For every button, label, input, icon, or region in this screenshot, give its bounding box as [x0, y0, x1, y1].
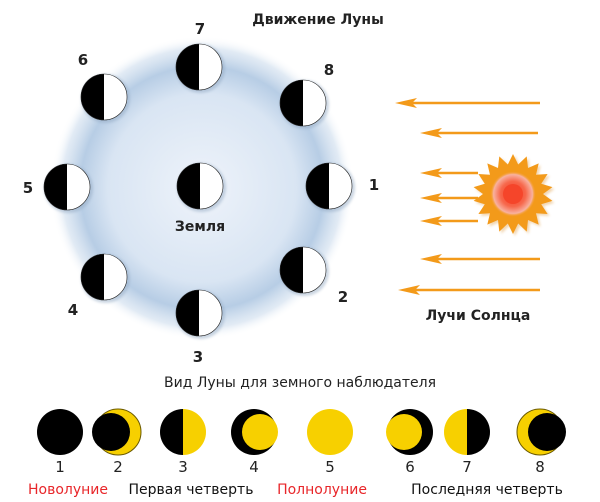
orbit-moon-7 — [175, 43, 225, 93]
observer-number-4: 4 — [249, 458, 259, 476]
orbit-moon-3 — [175, 289, 225, 339]
orbit-moon-8 — [279, 79, 329, 129]
observer-moon-3 — [160, 409, 206, 455]
phase-name-4: Последняя четверть — [411, 482, 563, 498]
arrow-icon — [420, 193, 478, 203]
orbit-moon-1 — [305, 162, 355, 212]
observer-number-6: 6 — [405, 458, 415, 476]
earth-label: Земля — [174, 219, 226, 235]
observer-phases — [37, 408, 566, 456]
phase-name-3: Полнолуние — [277, 482, 367, 498]
observer-number-1: 1 — [55, 458, 65, 476]
orbit-label-3: 3 — [192, 348, 204, 366]
orbit-label-8: 8 — [323, 61, 335, 79]
phase-name-2: Первая четверть — [128, 482, 254, 498]
arrow-icon — [395, 98, 540, 108]
orbit-moons — [43, 43, 355, 339]
orbit-label-1: 1 — [368, 176, 380, 194]
orbit-moon-5 — [43, 163, 93, 213]
observer-number-5: 5 — [325, 458, 335, 476]
observer-moon-4 — [231, 409, 278, 455]
orbit-label-7: 7 — [194, 20, 206, 38]
sun-icon — [473, 154, 555, 236]
observer-number-8: 8 — [535, 458, 545, 476]
earth-disc — [176, 162, 226, 212]
observer-number-2: 2 — [113, 458, 123, 476]
observer-moon-2 — [92, 408, 142, 456]
orbit-label-4: 4 — [67, 301, 79, 319]
orbit-moon-2 — [279, 246, 329, 296]
diagram-title: Движение Луны — [252, 12, 384, 28]
observer-moon-1 — [37, 409, 83, 455]
earth-icon — [176, 162, 226, 212]
arrow-icon — [420, 128, 538, 138]
orbit-moon-6 — [80, 73, 130, 123]
orbit-label-6: 6 — [77, 51, 89, 69]
arrow-icon — [420, 216, 478, 226]
observer-moon-5 — [307, 409, 353, 455]
observer-number-7: 7 — [462, 458, 472, 476]
observer-moon-7 — [444, 409, 490, 455]
phase-name-1: Новолуние — [27, 482, 109, 498]
arrow-icon — [420, 254, 540, 264]
arrow-icon — [398, 285, 540, 295]
observer-moon-6 — [386, 409, 433, 455]
observer-title: Вид Луны для земного наблюдателя — [163, 375, 437, 391]
sun-rays-arrows — [395, 98, 540, 295]
orbit-moon-4 — [80, 253, 130, 303]
orbit-label-5: 5 — [22, 179, 34, 197]
observer-number-3: 3 — [178, 458, 188, 476]
orbit-label-2: 2 — [337, 288, 349, 306]
observer-moon-8 — [516, 408, 566, 456]
arrow-icon — [420, 168, 478, 178]
sun-label: Лучи Солнца — [425, 308, 531, 324]
